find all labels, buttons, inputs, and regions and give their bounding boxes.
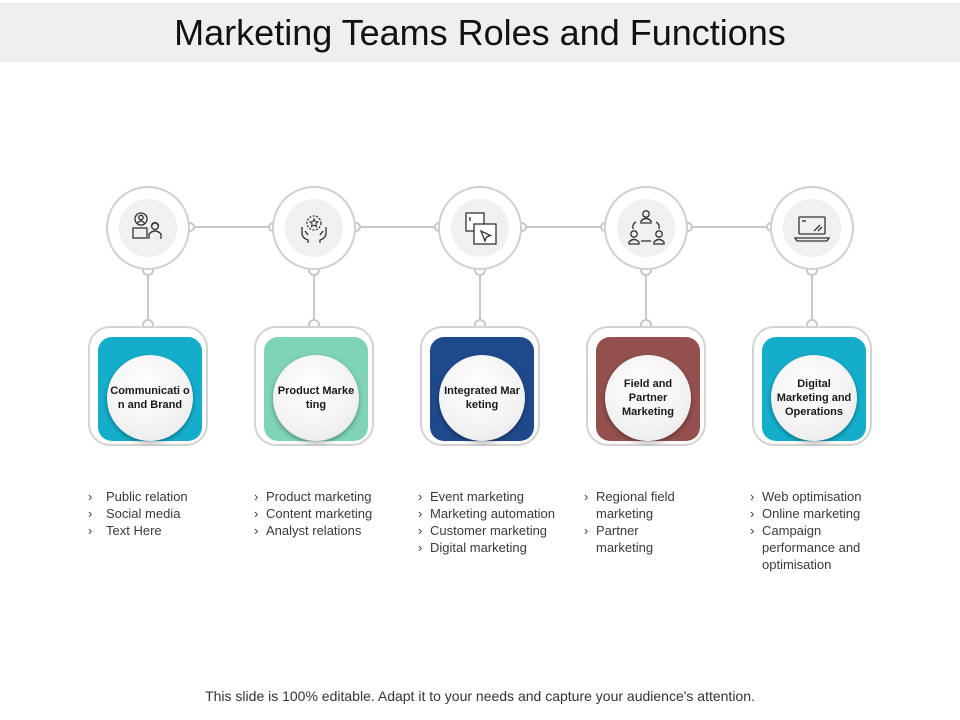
role-badge: Integrated Marketing [439,355,525,441]
role-panel-fill: Field and Partner Marketing [596,337,700,441]
people-cycle-icon [628,210,665,245]
bullet-marker: › [254,523,259,538]
bullet-text: Text Here [106,523,162,538]
bullet-text: Public relation [106,489,188,504]
role-column-5: Digital Marketing and Operations › Web op… [750,0,916,720]
bullet-marker: › [418,523,423,538]
bullet-marker: › [750,506,755,521]
role-label: Communicati on and Brand [110,385,190,411]
list-item: › Web optimisation [750,488,875,505]
cursor-layers-icon [465,212,497,245]
bullet-text: Event marketing [430,489,524,504]
team-users-icon [132,212,162,239]
bullet-marker: › [418,540,423,555]
role-bullet-list: › Regional field marketing › Partner marke… [584,488,694,556]
role-bullet-list: › Product marketing › Content marketing › A… [254,488,372,539]
list-item: › Event marketing [418,488,555,505]
bullet-marker: › [750,489,755,504]
role-label: Product Marketing [277,385,355,411]
bullet-marker: › [88,489,93,504]
list-item: › Partner marketing [584,522,694,556]
role-bullet-list: › Event marketing › Marketing automation ›… [418,488,555,556]
role-panel: Field and Partner Marketing [586,326,706,446]
bullet-text: Marketing automation [430,506,556,521]
role-bullet-list: › Public relation › Social media › Text Her… [88,488,188,539]
list-item: › Content marketing [254,505,372,522]
bullet-text: Content marketing [266,506,373,521]
footer-note: This slide is 100% editable. Adapt it to… [205,688,755,704]
role-column-4: Field and Partner Marketing › Regional fi… [584,0,750,720]
role-panel: Product Marketing [254,326,374,446]
bullet-marker: › [88,506,93,521]
icon-ring-1 [106,186,190,270]
bullet-text: Partner marketing [596,523,654,555]
bullet-marker: › [254,489,259,504]
list-item: › Campaign performance and optimisation [750,522,875,573]
list-item: › Social media [88,505,188,522]
bullet-text: Campaign performance and optimisation [762,523,861,572]
role-badge: Communicati on and Brand [107,355,193,441]
bullet-text: Social media [106,506,181,521]
page-title: Marketing Teams Roles and Functions [174,12,786,53]
role-panel: Digital Marketing and Operations [752,326,872,446]
icon-ring-5 [770,186,854,270]
icon-ring-4 [604,186,688,270]
role-panel-fill: Product Marketing [264,337,368,441]
laptop-icon [793,216,831,242]
list-item: › Text Here [88,522,188,539]
bullet-text: Product marketing [266,489,372,504]
role-column-1: Communicati on and Brand › Public relatio… [88,0,254,720]
list-item: › Digital marketing [418,539,555,556]
role-bullet-list: › Web optimisation › Online marketing › Cam… [750,488,875,573]
bullet-text: Regional field marketing [596,489,675,521]
title-band: Marketing Teams Roles and Functions [0,3,960,62]
list-item: › Online marketing [750,505,875,522]
role-column-2: Product Marketing › Product marketing › Co… [254,0,420,720]
list-item: › Regional field marketing [584,488,694,522]
bullet-text: Web optimisation [762,489,862,504]
list-item: › Customer marketing [418,522,555,539]
bullet-marker: › [584,523,589,538]
list-item: › Product marketing [254,488,372,505]
role-badge: Digital Marketing and Operations [771,355,857,441]
role-panel: Integrated Marketing [420,326,540,446]
icon-ring-2 [272,186,356,270]
list-item: › Marketing automation [418,505,555,522]
bullet-marker: › [254,506,259,521]
vertical-connectors [147,274,813,322]
bullet-marker: › [750,523,755,538]
role-label: Digital Marketing and Operations [776,378,852,418]
role-badge: Field and Partner Marketing [605,355,691,441]
bullet-text: Online marketing [762,506,861,521]
bullet-text: Customer marketing [430,523,548,538]
hands-star-icon [301,215,327,243]
bullet-text: Analyst relations [266,523,362,538]
bullet-marker: › [584,489,589,504]
role-label: Field and Partner Marketing [622,378,674,418]
role-badge: Product Marketing [273,355,359,441]
bullet-marker: › [418,489,423,504]
list-item: › Public relation [88,488,188,505]
role-panel-fill: Communicati on and Brand [98,337,202,441]
bullet-marker: › [88,523,93,538]
role-label: Integrated Marketing [444,385,520,411]
list-item: › Analyst relations [254,522,372,539]
bullet-marker: › [418,506,423,521]
role-column-3: Integrated Marketing › Event marketing › M… [418,0,584,720]
bullet-text: Digital marketing [430,540,527,555]
role-panel-fill: Digital Marketing and Operations [762,337,866,441]
role-panel-fill: Integrated Marketing [430,337,534,441]
role-panel: Communicati on and Brand [88,326,208,446]
